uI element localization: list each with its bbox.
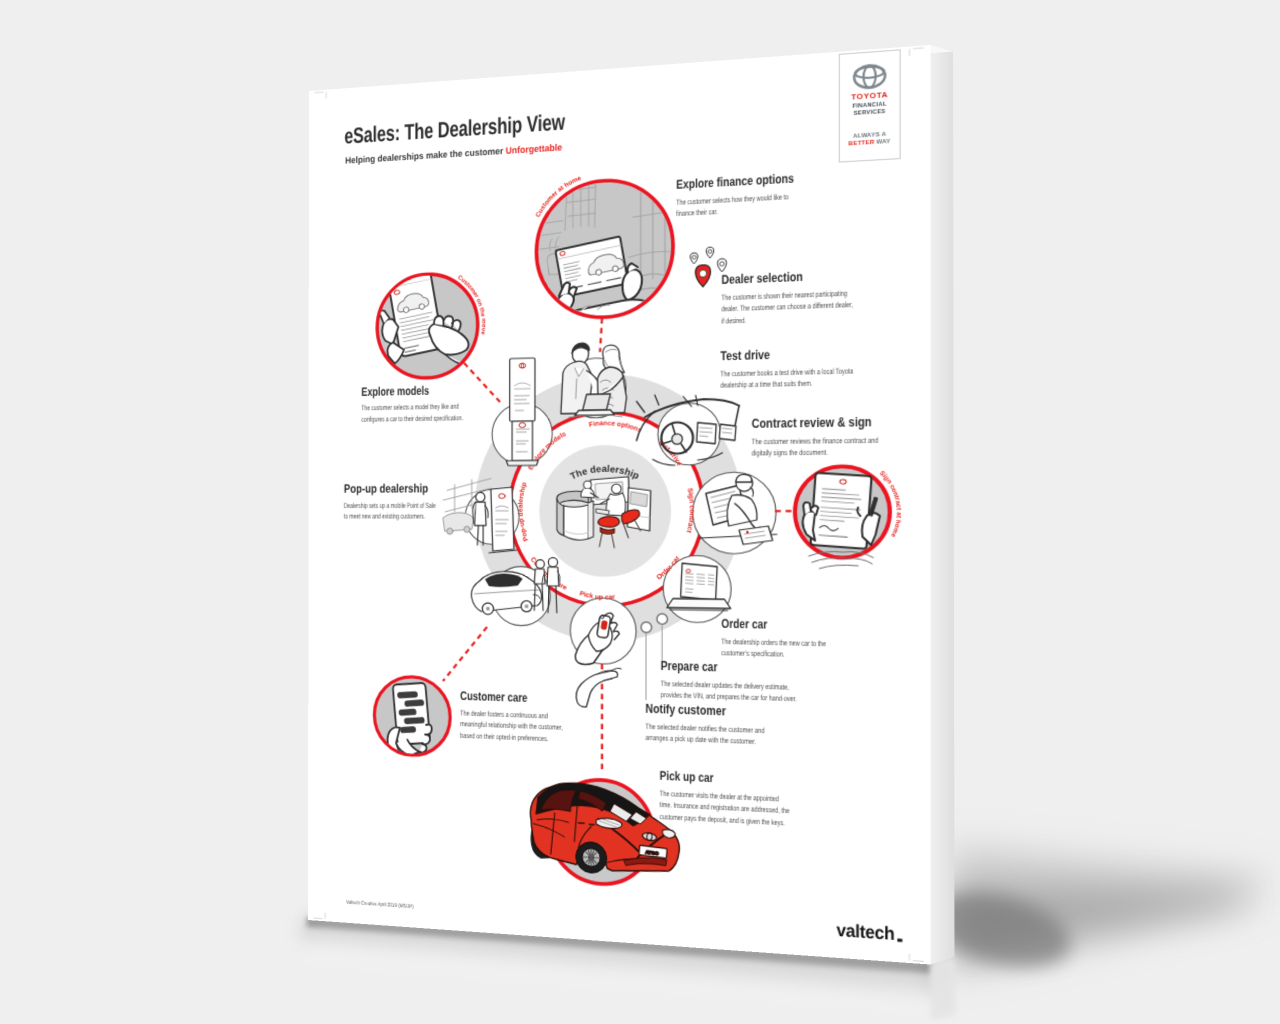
svg-text:BETTER WAY: BETTER WAY: [849, 139, 892, 148]
svg-text:Pick up car: Pick up car: [579, 590, 616, 602]
svg-text:Sign contract: Sign contract: [685, 487, 696, 533]
svg-text:SERVICES: SERVICES: [854, 109, 887, 118]
svg-text:TOYOTA: TOYOTA: [851, 91, 888, 102]
svg-text:ALWAYS A: ALWAYS A: [853, 131, 886, 140]
svg-text:AYGO: AYGO: [645, 849, 660, 856]
svg-text:FINANCIAL: FINANCIAL: [852, 101, 886, 110]
